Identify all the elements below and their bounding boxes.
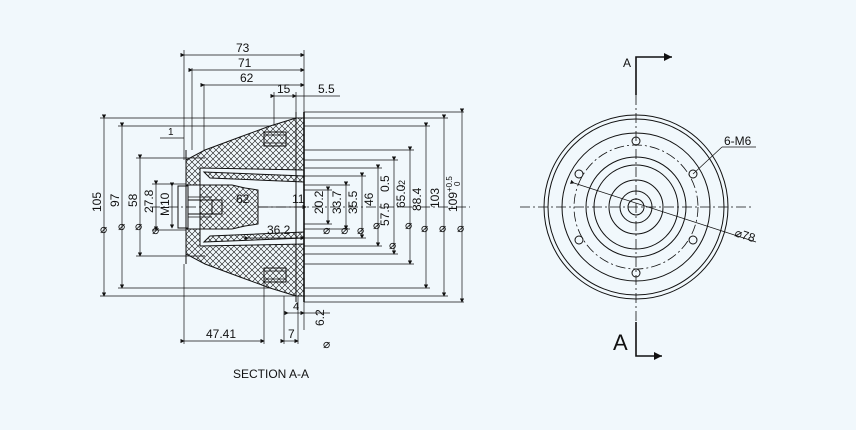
insulator-shed-upper — [202, 171, 305, 183]
top-dimensions: 73 71 62 15 5.5 — [180, 41, 340, 160]
dim-0.5: 0.5 — [378, 175, 392, 192]
dim-58: 58 — [126, 193, 140, 207]
dim-6.2: 6.2 — [313, 309, 327, 326]
bottom-dimensions: 47.41 7 4 6.2 ⌀ — [180, 264, 330, 351]
dim-88.4: 88.4 — [410, 187, 424, 211]
section-mark-top-line — [635, 56, 672, 95]
dim-33.7: 33.7 — [330, 190, 344, 214]
section-mark-bottom-line — [635, 322, 662, 357]
pcd-label: ⌀78 — [733, 226, 757, 246]
bolt-hole — [631, 136, 641, 146]
dim-62: 62 — [240, 71, 254, 85]
section-mark-bottom: A — [613, 330, 628, 355]
dia-58: ⌀ — [135, 219, 142, 233]
dia-65: ⌀ — [405, 218, 412, 232]
dim-71: 71 — [238, 56, 252, 70]
dim-4: 4 — [293, 301, 299, 313]
dim-35.5: 35.5 — [346, 190, 360, 214]
ring-103 — [561, 132, 711, 282]
tol-65: -2 — [397, 180, 407, 188]
dim-47.41: 47.41 — [206, 327, 236, 341]
bolt-hole — [688, 169, 698, 179]
outer-rim-2 — [547, 118, 725, 296]
dia-103: ⌀ — [439, 221, 446, 235]
insert-lower — [263, 267, 287, 283]
dim-109: 109 — [446, 192, 460, 212]
section-mark-top: A — [623, 56, 631, 70]
bolt-hole — [631, 268, 641, 278]
ring-35 — [608, 179, 664, 235]
thread-m10: M10 — [158, 192, 172, 216]
ring-20 — [619, 190, 653, 224]
dia-35.5: ⌀ — [357, 223, 364, 237]
dim-11: 11 — [292, 192, 305, 206]
bolt-hole — [574, 235, 584, 245]
holes-label: 6-M6 — [724, 134, 752, 148]
insulator-hub — [199, 184, 259, 230]
dia-57.5: ⌀ — [389, 238, 396, 252]
dia-27.8: ⌀ — [152, 223, 159, 237]
left-dimensions: 105 97 58 27.8 M10 ⌀ ⌀ ⌀ ⌀ — [90, 114, 296, 297]
dia-109: ⌀ — [457, 221, 464, 235]
dia-33.7: ⌀ — [341, 223, 348, 237]
dia-88.4: ⌀ — [421, 221, 428, 235]
dia-20.2: ⌀ — [323, 223, 330, 237]
dim-105: 105 — [90, 192, 104, 212]
dim-20.2: 20.2 — [312, 190, 326, 214]
tol-109-upper: +0.5 — [445, 176, 454, 192]
bolt-holes — [574, 136, 698, 278]
dia-6.2: ⌀ — [323, 337, 330, 351]
ring-57 — [593, 164, 679, 250]
section-view: 73 71 62 15 5.5 1 105 97 58 27 — [90, 41, 470, 381]
thread-insert — [211, 199, 223, 215]
dim-57.5: 57.5 — [378, 202, 392, 226]
dia-97: ⌀ — [118, 219, 125, 233]
dim-7: 7 — [288, 327, 295, 341]
dim-73: 73 — [236, 41, 250, 55]
bore — [627, 198, 645, 216]
end-view: 6-M6 ⌀78 A A — [520, 53, 757, 360]
outer-rim-1 — [543, 114, 729, 300]
section-caption: SECTION A-A — [233, 367, 309, 381]
dim-15: 15 — [277, 82, 291, 96]
dia-105: ⌀ — [100, 222, 107, 236]
bolt-hole — [688, 235, 698, 245]
dim-36.2: 36.2 — [267, 223, 291, 237]
dim-97: 97 — [108, 193, 122, 207]
dim-62-inner: 62 — [236, 192, 250, 206]
dim-103: 103 — [428, 188, 442, 208]
right-dimensions: 20.2 33.7 35.5 46 0.5 57.5 65.0 -2 88.4 … — [304, 108, 464, 303]
dia-46: ⌀ — [373, 218, 380, 232]
dim-27.8: 27.8 — [142, 189, 156, 213]
end-fitting — [177, 185, 189, 229]
dim-5.5: 5.5 — [318, 82, 335, 96]
bolt-hole — [574, 169, 584, 179]
dim-46: 46 — [362, 192, 376, 206]
insert-upper — [263, 131, 287, 147]
dim-65: 65.0 — [394, 184, 408, 208]
dim-1: 1 — [168, 127, 174, 138]
tol-109-lower: 0 — [453, 181, 462, 186]
ring-65 — [585, 156, 687, 258]
